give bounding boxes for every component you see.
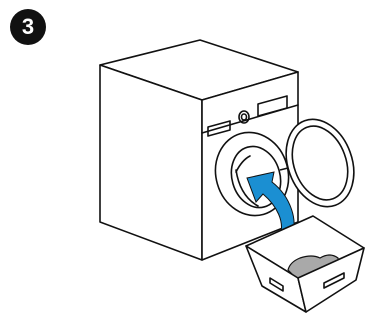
washing-machine-icon [100, 40, 298, 260]
